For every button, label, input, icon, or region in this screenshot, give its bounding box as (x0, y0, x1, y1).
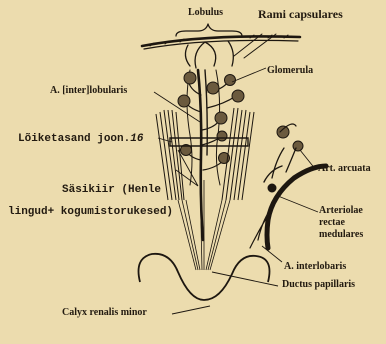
label-calyx-renalis-minor: Calyx renalis minor (62, 308, 147, 318)
label-arteriolae-3: medulares (319, 230, 363, 240)
glomerulus (217, 131, 227, 141)
label-lobulus: Lobulus (188, 8, 223, 18)
label-ductus-papillaris: Ductus papillaris (282, 280, 355, 290)
glomerulus (215, 112, 227, 124)
label-arteriolae-2: rectae (319, 218, 345, 228)
label-arteriolae-1: Arteriolae (319, 206, 363, 216)
label-sasikiir-1: Säsikiir (Henle (62, 185, 161, 196)
label-art-arcuata: Art. arcuata (318, 164, 371, 174)
label-loiketasand: Lõiketasand joon.16 (18, 134, 143, 145)
glomerulus (232, 90, 244, 102)
label-a-interlobaris: A. interlobaris (284, 262, 346, 272)
label-rami-capsulares: Rami capsulares (258, 8, 343, 20)
glomerulus (207, 82, 219, 94)
loiketasand-number: 16 (130, 133, 143, 145)
rami-capsulares (185, 41, 233, 68)
cutting-plane (170, 138, 248, 146)
arteriolae-rectae (250, 206, 274, 248)
loiketasand-text: Lõiketasand joon. (18, 133, 130, 145)
interlobar-artery (267, 220, 268, 248)
glomerulus (277, 126, 289, 138)
lobulus-bracket (176, 24, 242, 36)
label-glomerula: Glomerula (267, 66, 313, 76)
glomerulus (293, 141, 303, 151)
label-a-interlobularis: A. [inter]lobularis (50, 86, 127, 96)
label-sasikiir-2: lingud+ kogumistorukesed) (8, 207, 173, 218)
glomerulus (178, 95, 190, 107)
glomerulus (225, 75, 236, 86)
glomerulus (184, 72, 196, 84)
